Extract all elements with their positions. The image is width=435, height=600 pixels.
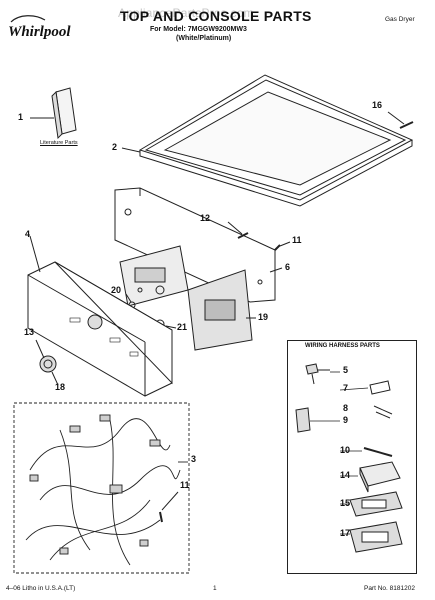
page-title: TOP AND CONSOLE PARTS bbox=[120, 8, 312, 24]
callout-18: 18 bbox=[55, 382, 66, 392]
callout-13: 13 bbox=[24, 327, 35, 337]
callout-12: 12 bbox=[200, 213, 211, 223]
literature-parts-label: Literature Parts bbox=[40, 140, 78, 146]
whirlpool-logo: Whirlpool bbox=[5, 12, 85, 42]
connector-7 bbox=[369, 380, 391, 395]
callout-11-bottom: 11 bbox=[180, 480, 190, 490]
callout-15: 15 bbox=[340, 498, 351, 508]
brand-text: Whirlpool bbox=[8, 24, 71, 40]
literature-booklet bbox=[30, 87, 77, 140]
wiring-harness-parts-title: WIRING HARNESS PARTS bbox=[305, 343, 380, 349]
callout-6: 6 bbox=[285, 262, 291, 272]
callout-21: 21 bbox=[177, 322, 188, 332]
callout-8: 8 bbox=[343, 403, 349, 413]
callout-17: 17 bbox=[340, 528, 351, 538]
callout-19: 19 bbox=[258, 312, 269, 322]
callout-2: 2 bbox=[112, 142, 118, 152]
screw-11-bottom bbox=[159, 491, 179, 523]
part-number: Part No. 8181202 bbox=[364, 585, 415, 592]
console-end-19 bbox=[187, 269, 256, 351]
screw-16 bbox=[387, 111, 414, 129]
callout-20: 20 bbox=[111, 285, 122, 295]
print-info: 4–06 Litho in U.S.A.(LT) bbox=[6, 585, 76, 592]
model-color: (White/Platinum) bbox=[176, 35, 232, 42]
terminal-10 bbox=[363, 447, 393, 457]
connector-9 bbox=[295, 407, 311, 433]
appliance-type: Gas Dryer bbox=[385, 16, 415, 23]
screw-11-top bbox=[274, 241, 291, 251]
control-knob bbox=[35, 339, 59, 386]
main-wiring-harness bbox=[13, 402, 190, 574]
page-number: 1 bbox=[213, 585, 217, 592]
callout-4: 4 bbox=[25, 229, 31, 239]
control-board bbox=[119, 245, 189, 307]
screw-12 bbox=[227, 221, 249, 239]
wiring-parts-illustrations bbox=[295, 363, 403, 553]
model-number: For Model: 7MGGW9200MW3 bbox=[150, 26, 247, 33]
callout-3: 3 bbox=[191, 454, 197, 464]
callout-14: 14 bbox=[340, 470, 351, 480]
callout-11-top: 11 bbox=[292, 235, 302, 245]
wire-tie-5 bbox=[305, 363, 319, 375]
top-panel bbox=[121, 74, 414, 207]
callout-1: 1 bbox=[18, 112, 24, 122]
console-panel bbox=[27, 235, 173, 397]
watermark: AppliancePartsPros.com bbox=[118, 6, 254, 20]
wiring-harness-parts-box bbox=[287, 340, 417, 574]
callout-10: 10 bbox=[340, 445, 351, 455]
callout-16: 16 bbox=[372, 100, 383, 110]
callout-7: 7 bbox=[343, 383, 349, 393]
callout-9: 9 bbox=[343, 415, 349, 425]
callout-5: 5 bbox=[343, 365, 349, 375]
